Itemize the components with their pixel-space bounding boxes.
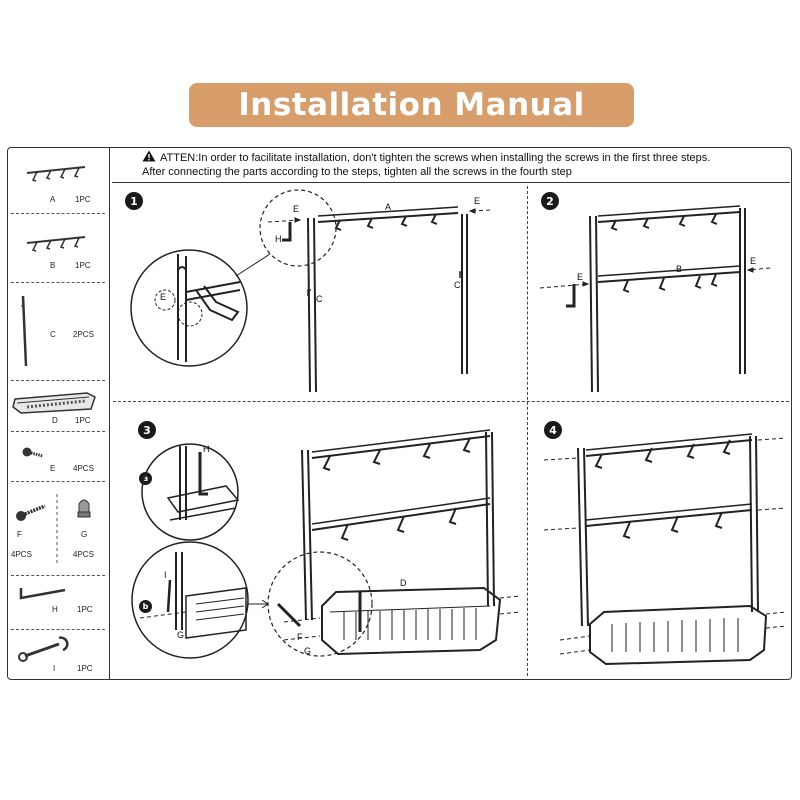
hex-key-icon (19, 588, 66, 600)
manual-frame (7, 147, 792, 680)
long-screw-icon (16, 504, 46, 521)
step-3-badge: 3 (138, 421, 156, 439)
fastener-icons (16, 494, 91, 564)
step-3-label-i: I (164, 570, 167, 580)
step-1-label-c-right: C (454, 280, 461, 290)
step-2-drawing (539, 205, 771, 393)
cap-nut-icon (77, 499, 91, 518)
part-item-i: I 1PC (7, 632, 109, 678)
divider (11, 431, 105, 432)
part-letter-a: A (50, 195, 56, 204)
attention-notice: ATTEN:In order to facilitate installatio… (142, 150, 782, 179)
part-qty-c: 2PCS (73, 330, 94, 339)
part-qty-h: 1PC (77, 605, 93, 614)
divider (11, 282, 105, 283)
part-qty-g: 4PCS (73, 550, 94, 559)
step-1-drawing (130, 189, 491, 393)
step-3-label-g-zoom: G (177, 630, 185, 640)
step-1-label-e-zoom: E (160, 292, 167, 302)
step-3-drawing (131, 429, 521, 659)
warning-icon (142, 150, 156, 162)
title-banner: Installation Manual (189, 83, 634, 127)
step-divider-horizontal (113, 401, 789, 402)
hook-bar-icon (26, 236, 86, 252)
step-1-label-a: A (385, 202, 392, 212)
part-qty-b: 1PC (75, 261, 91, 270)
part-item-b: B 1PC (7, 215, 109, 279)
step-1-label-e-left: E (293, 204, 300, 214)
step-3-sub-a-badge: a (139, 472, 152, 485)
part-letter-h: H (52, 605, 58, 614)
notice-line-2: After connecting the parts according to … (142, 166, 572, 178)
part-letter-d: D (52, 416, 58, 425)
part-qty-d: 1PC (75, 416, 91, 425)
hook-bar-icon (26, 166, 86, 182)
divider (11, 481, 105, 482)
step-2-label-b: B (676, 264, 683, 274)
divider (11, 629, 105, 630)
divider (11, 575, 105, 576)
parts-list: A 1PC B 1PC C 2PCS D 1PC (7, 147, 110, 680)
part-letter-g: G (81, 530, 88, 539)
part-item-f-g: F 4PCS G 4PCS (7, 484, 109, 576)
part-item-c: C 2PCS (7, 284, 109, 376)
step-3-label-f: F (297, 632, 303, 642)
step-divider-vertical (527, 186, 528, 676)
wrench-icon (18, 636, 69, 662)
notice-divider (112, 182, 790, 183)
part-qty-f: 4PCS (11, 550, 32, 559)
step-2-badge: 2 (541, 192, 559, 210)
part-letter-b: B (50, 261, 56, 270)
short-screw-icon (22, 447, 44, 458)
step-1-badge: 1 (125, 192, 143, 210)
divider (11, 213, 105, 214)
part-letter-c: C (50, 330, 56, 339)
part-item-a: A 1PC (7, 147, 109, 211)
step-2-label-e-right: E (750, 256, 757, 266)
part-letter-e: E (50, 464, 56, 473)
part-qty-e: 4PCS (73, 464, 94, 473)
part-item-h: H 1PC (7, 578, 109, 628)
step-4-badge: 4 (544, 421, 562, 439)
part-qty-i: 1PC (77, 664, 93, 673)
notice-line-1: ATTEN:In order to facilitate installatio… (160, 152, 711, 164)
step-3-label-h: H (203, 444, 210, 454)
base-tray-icon (12, 392, 96, 414)
part-letter-f: F (17, 530, 22, 539)
upright-pole-icon (21, 295, 28, 367)
part-letter-i: I (53, 664, 56, 673)
divider (11, 380, 105, 381)
part-item-d: D 1PC (7, 383, 109, 429)
part-qty-a: 1PC (75, 195, 91, 204)
step-1-label-h: H (275, 234, 282, 244)
part-item-e: E 4PCS (7, 434, 109, 480)
step-4-drawing (543, 433, 787, 666)
page-title: Installation Manual (238, 87, 585, 123)
step-1-label-e-right: E (474, 196, 481, 206)
step-3-label-g: G (304, 646, 312, 656)
step-3-label-d: D (400, 578, 407, 588)
step-3-sub-b-badge: b (139, 600, 152, 613)
step-2-label-e-left: E (577, 272, 584, 282)
step-1-label-c-left: C (316, 294, 323, 304)
